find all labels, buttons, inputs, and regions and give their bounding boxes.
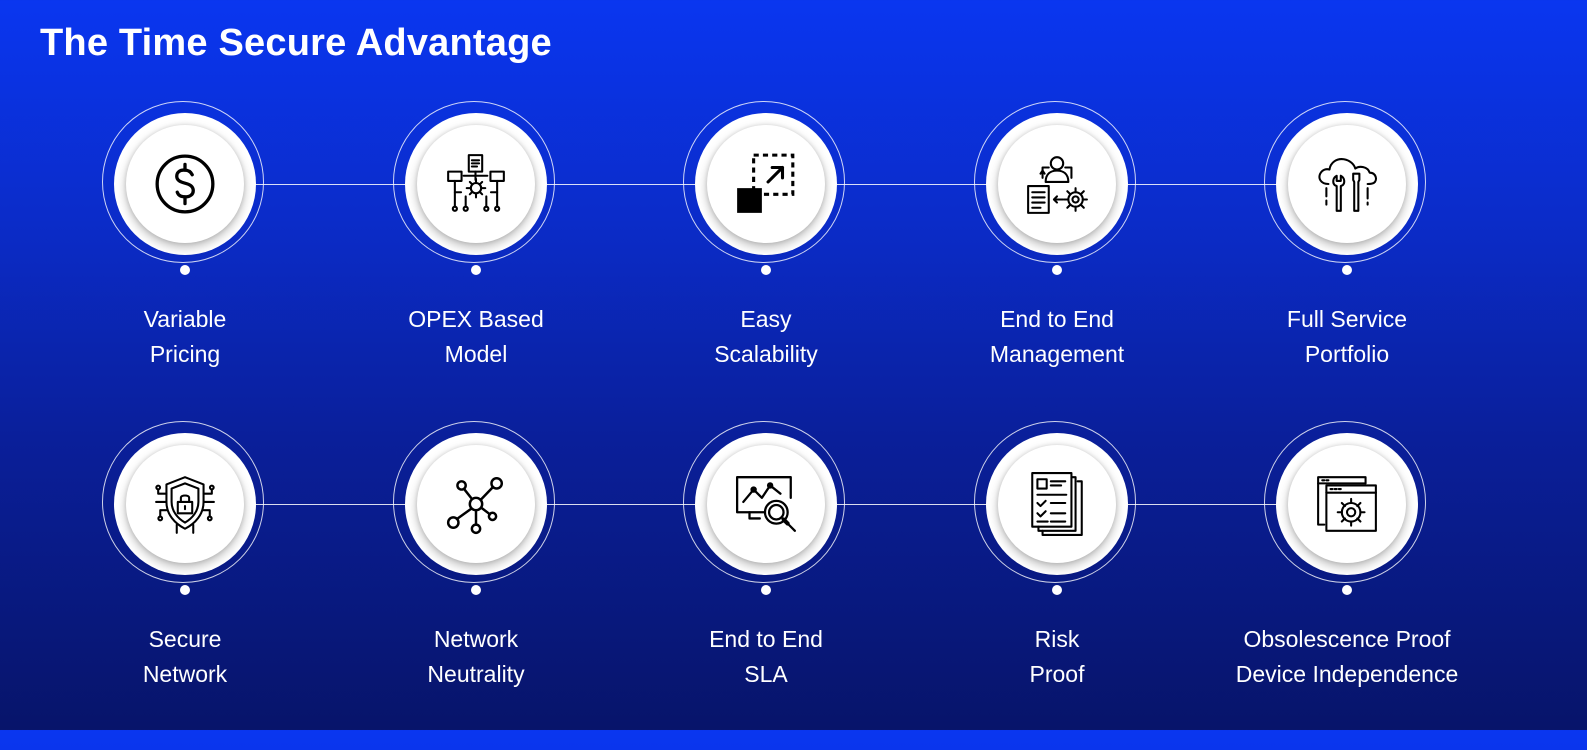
connector-dot bbox=[1052, 585, 1062, 595]
advantage-label: Network Neutrality bbox=[427, 626, 525, 687]
cloud-tools-icon bbox=[1318, 158, 1377, 212]
outer-ring bbox=[974, 101, 1136, 263]
advantage-end-to-end-sla: End to End SLA bbox=[646, 420, 886, 750]
advantage-opex-model: OPEX Based Model bbox=[356, 100, 596, 430]
secure-shield-icon bbox=[155, 476, 215, 534]
scalability-icon bbox=[737, 153, 795, 213]
advantages-row-1: Variable Pricing OPEX Based bbox=[0, 100, 1587, 430]
opex-model-icon bbox=[447, 154, 505, 212]
advantages-row-2: Secure Network Network Neutrality bbox=[0, 420, 1587, 750]
advantage-label: Easy Scalability bbox=[714, 306, 818, 367]
outer-ring bbox=[1264, 101, 1426, 263]
network-nodes-icon bbox=[446, 476, 504, 535]
advantage-full-service-portfolio: Full Service Portfolio bbox=[1227, 100, 1467, 430]
advantage-label: Secure Network bbox=[142, 626, 228, 687]
connector-dot bbox=[471, 265, 481, 275]
connector-dot bbox=[471, 585, 481, 595]
outer-ring bbox=[102, 421, 264, 583]
advantage-secure-network: Secure Network bbox=[65, 420, 305, 750]
checklist-docs-icon bbox=[1031, 472, 1083, 536]
advantage-label: Risk Proof bbox=[1029, 626, 1085, 687]
connector-dot bbox=[1342, 585, 1352, 595]
dollar-coin-icon bbox=[155, 154, 215, 214]
advantage-label: Obsolescence Proof Device Independence bbox=[1235, 626, 1459, 687]
connector-dot bbox=[761, 585, 771, 595]
advantage-easy-scalability: Easy Scalability bbox=[646, 100, 886, 430]
connector-dot bbox=[180, 265, 190, 275]
advantage-variable-pricing: Variable Pricing bbox=[65, 100, 305, 430]
outer-ring bbox=[974, 421, 1136, 583]
outer-ring bbox=[102, 101, 264, 263]
advantage-network-neutrality: Network Neutrality bbox=[356, 420, 596, 750]
advantage-label: Variable Pricing bbox=[143, 306, 227, 367]
management-icon bbox=[1027, 156, 1088, 214]
advantage-risk-proof: Risk Proof bbox=[937, 420, 1177, 750]
outer-ring bbox=[1264, 421, 1426, 583]
monitor-search-icon bbox=[735, 476, 797, 532]
connector-dot bbox=[761, 265, 771, 275]
advantage-obsolescence-proof: Obsolescence Proof Device Independence bbox=[1227, 420, 1467, 750]
outer-ring bbox=[393, 421, 555, 583]
connector-dot bbox=[1052, 265, 1062, 275]
outer-ring bbox=[683, 101, 845, 263]
outer-ring bbox=[393, 101, 555, 263]
connector-dot bbox=[180, 585, 190, 595]
advantage-label: Full Service Portfolio bbox=[1286, 306, 1408, 367]
connector-dot bbox=[1342, 265, 1352, 275]
advantage-label: End to End Management bbox=[989, 306, 1125, 367]
advantage-label: OPEX Based Model bbox=[408, 306, 544, 367]
windows-gear-icon bbox=[1317, 476, 1377, 532]
page-title: The Time Secure Advantage bbox=[40, 22, 552, 64]
advantage-end-to-end-management: End to End Management bbox=[937, 100, 1177, 430]
outer-ring bbox=[683, 421, 845, 583]
advantage-label: End to End SLA bbox=[709, 626, 823, 687]
